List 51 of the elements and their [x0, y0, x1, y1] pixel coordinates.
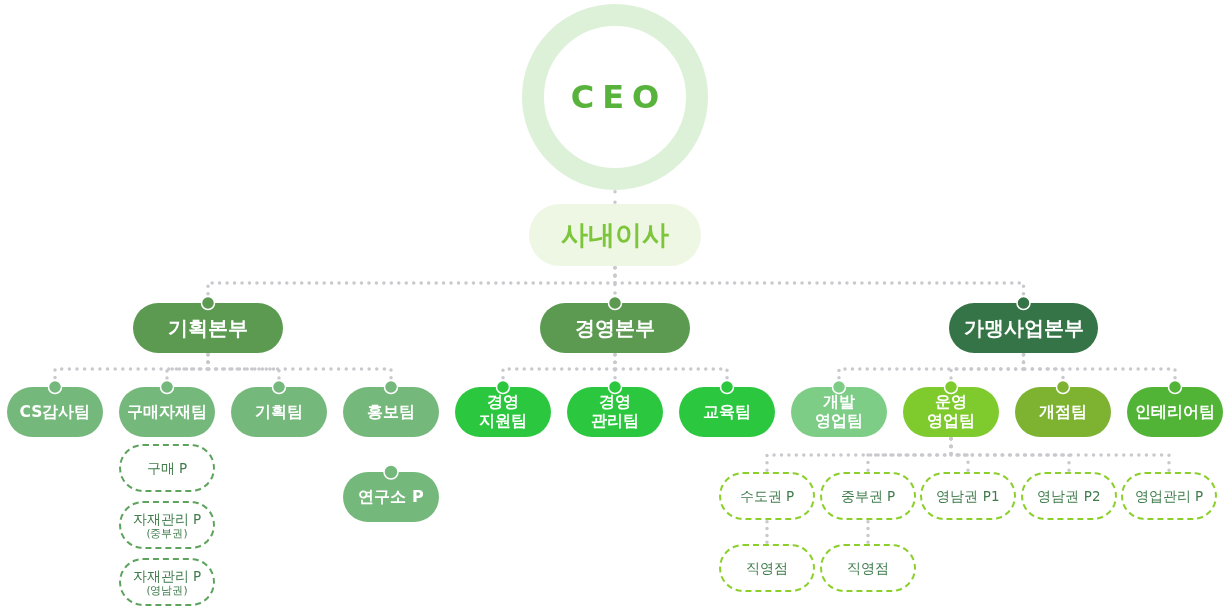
team-name: 교육팀 — [703, 402, 751, 422]
team-name: 경영 지원팀 — [479, 393, 527, 431]
division-pill — [949, 303, 1098, 353]
team-pill — [679, 387, 775, 437]
connector-line — [613, 264, 1031, 311]
team-name: 개점팀 — [1039, 402, 1087, 422]
team-pill — [7, 387, 103, 437]
team-pill — [567, 387, 663, 437]
part-name: 직영점 — [847, 559, 889, 577]
team-name: 기획팀 — [255, 402, 303, 422]
part-name: 자재관리 P — [132, 567, 202, 584]
team-name: CS감사팀 — [19, 402, 91, 422]
part-name: 직영점 — [746, 559, 788, 577]
part-name: 구매 P — [146, 459, 188, 477]
connector-line — [765, 518, 769, 546]
connector-line — [613, 351, 735, 395]
part-name: 중부권 P — [840, 487, 896, 505]
team-pill — [119, 387, 215, 437]
part-name: 영업관리 P — [1134, 487, 1204, 505]
team-name: 경영 관리팀 — [591, 393, 639, 431]
connector-line — [949, 435, 1171, 474]
part-name: 연구소 P — [358, 487, 424, 507]
part-name: 수도권 P — [739, 487, 795, 505]
director-title: 사내이사 — [561, 218, 669, 252]
division-name: 기획본부 — [168, 316, 248, 340]
team-name: 개발 영업팀 — [815, 393, 863, 431]
division-name: 경영본부 — [575, 316, 655, 340]
team-pill — [791, 387, 887, 437]
part-name: 영남권 P2 — [1037, 487, 1101, 505]
division-name: 가맹사업본부 — [963, 316, 1084, 340]
part-name: 영남권 P1 — [936, 487, 1000, 505]
connector-line — [613, 188, 617, 206]
region-note: (영남권) — [146, 583, 188, 597]
team-pill — [1015, 387, 1111, 437]
team-name: 홍보팀 — [367, 402, 415, 422]
division-pill — [133, 303, 283, 353]
team-name: 인테리어팀 — [1135, 402, 1215, 422]
division-pill — [540, 303, 690, 353]
team-name: 구매자재팀 — [127, 402, 207, 422]
team-pill — [455, 387, 551, 437]
part-name: 자재관리 P — [132, 510, 202, 527]
team-pill — [903, 387, 999, 437]
ceo-title: CEO — [569, 77, 668, 117]
connector-line — [866, 518, 870, 546]
team-name: 운영 영업팀 — [927, 393, 975, 431]
connector-line — [206, 351, 399, 395]
connector-line — [1021, 351, 1183, 395]
team-pill — [1127, 387, 1223, 437]
region-note: (중부권) — [146, 526, 188, 540]
team-pill — [343, 387, 439, 437]
team-pill — [231, 387, 327, 437]
